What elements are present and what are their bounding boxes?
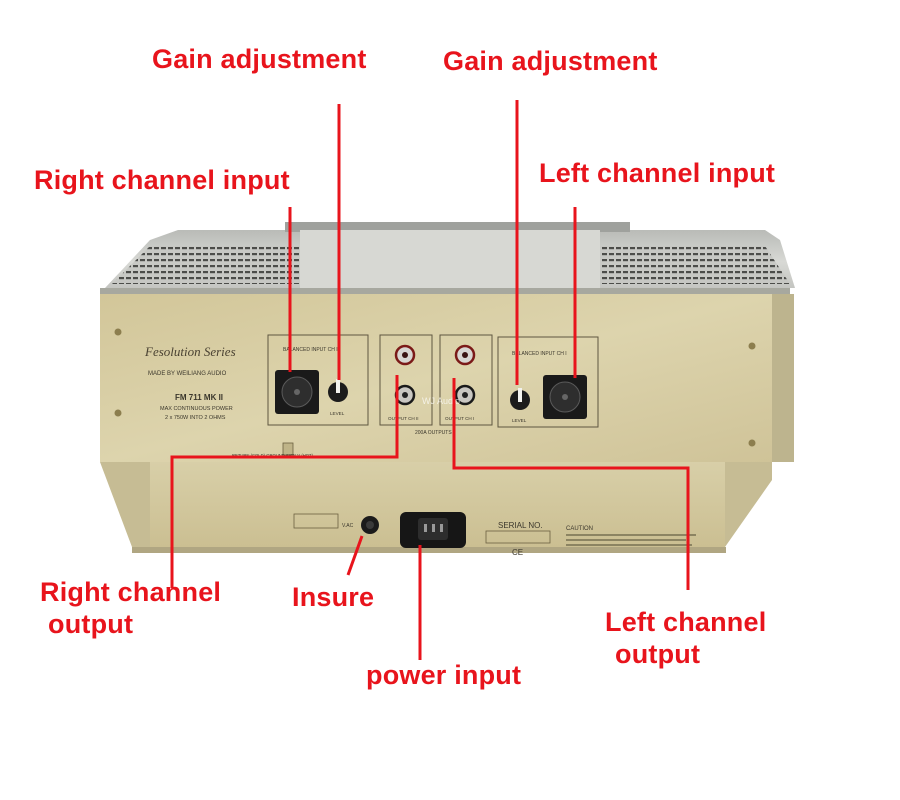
rear-panel bbox=[100, 294, 772, 462]
line-insure bbox=[346, 535, 364, 576]
screw-1 bbox=[114, 328, 122, 336]
vac-label-box bbox=[293, 513, 339, 529]
vac-text: V.AC bbox=[342, 523, 354, 529]
balanced-input-box-right bbox=[497, 336, 599, 428]
callout-power-input: power input bbox=[366, 660, 522, 690]
serial-label: SERIAL NO. bbox=[498, 521, 543, 530]
balanced-label-right: BALANCED INPUT CH I bbox=[512, 351, 567, 357]
power-text-2: 2 x 750W INTO 2 OHMS bbox=[165, 415, 226, 421]
callout-right-channel-input: Right channel input bbox=[34, 165, 290, 195]
ground-switch bbox=[282, 442, 294, 456]
output-label-right: OUTPUT CH I bbox=[445, 416, 474, 421]
series-logo: Fesolution Series bbox=[144, 344, 236, 359]
watermark: WJ Audio bbox=[422, 396, 460, 406]
callout-left-channel-input: Left channel input bbox=[539, 158, 776, 188]
line-right-output bbox=[170, 375, 399, 588]
callout-left-output-line2: output bbox=[615, 638, 701, 669]
callout-right-channel-output: Right channel output bbox=[40, 577, 221, 641]
level-label-right: LEVEL bbox=[512, 418, 527, 423]
balanced-input-box-left bbox=[267, 334, 369, 426]
callout-right-output-line1: Right channel bbox=[40, 577, 222, 607]
output-label-left: OUTPUT CH II bbox=[388, 416, 419, 421]
balanced-label-left: BALANCED INPUT CH II bbox=[283, 347, 339, 353]
screw-2 bbox=[114, 409, 122, 417]
callout-gain-adjustment-right: Gain adjustment bbox=[443, 46, 658, 76]
maker-text: MADE BY WEILIANG AUDIO bbox=[148, 371, 227, 377]
outputs-note: 200A OUTPUTS bbox=[415, 430, 452, 436]
callout-insure: Insure bbox=[292, 582, 375, 612]
output-box-left bbox=[379, 334, 433, 426]
callout-gain-adjustment-left: Gain adjustment bbox=[152, 44, 367, 74]
vent-right bbox=[600, 246, 790, 284]
caution-label: CAUTION bbox=[566, 526, 593, 532]
level-label-left: LEVEL bbox=[330, 411, 345, 416]
top-cover-edge bbox=[285, 222, 630, 232]
callout-left-channel-output: Left channel output bbox=[605, 607, 766, 671]
output-box-right bbox=[439, 334, 493, 426]
callout-left-output-line1: Left channel bbox=[605, 607, 767, 637]
screw-4 bbox=[748, 439, 756, 447]
power-text-1: MAX CONTINUOUS POWER bbox=[160, 406, 233, 412]
serial-box bbox=[485, 530, 551, 544]
ce-mark: CE bbox=[512, 548, 523, 557]
callout-right-output-line2: output bbox=[48, 608, 134, 639]
screw-3 bbox=[748, 342, 756, 350]
model-text: FM 711 MK II bbox=[175, 393, 223, 402]
top-cover-plate bbox=[300, 230, 600, 288]
annotation-lines bbox=[170, 100, 690, 660]
line-left-output bbox=[452, 378, 690, 590]
vent-left bbox=[112, 246, 300, 284]
